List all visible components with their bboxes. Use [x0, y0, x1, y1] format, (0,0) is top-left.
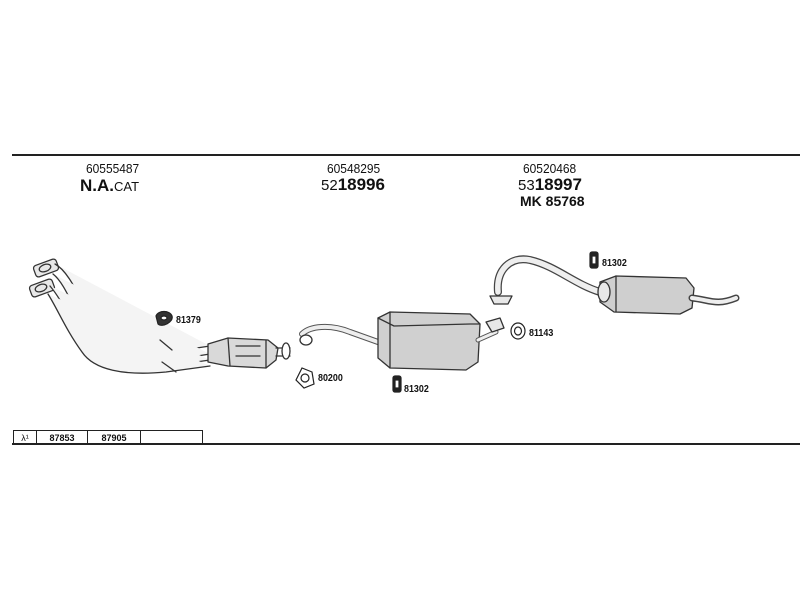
section-3-bold: 18997 [534, 175, 582, 194]
triangle-gasket-icon [295, 367, 315, 389]
section-1-part-number: 60555487 [86, 161, 140, 176]
lambda-cell-1: 87853 [37, 431, 88, 444]
top-rule [12, 154, 800, 156]
lambda-sensor-table: λ¹ 87853 87905 [13, 430, 203, 445]
section-1-title-suffix: CAT [114, 179, 140, 194]
middle-silencer-icon [299, 311, 505, 371]
section-1-title: N.A.CAT [80, 176, 139, 196]
section-2-prefix: 52 [321, 177, 338, 194]
part-label-gasket: 81379 [176, 314, 201, 326]
rubber-mount-icon-2 [589, 251, 599, 269]
part-label-rubber-mount-2: 81302 [602, 257, 627, 269]
lambda-cell-2: 87905 [88, 431, 141, 444]
section-3-title: 5318997 [518, 175, 582, 195]
bottom-rule [12, 443, 800, 445]
manifold-flange-icon [28, 258, 60, 298]
ring-gasket-icon [510, 322, 526, 340]
section-2-title: 5218996 [321, 175, 385, 195]
part-label-ring-gasket: 81143 [529, 327, 554, 339]
section-1-title-bold: N.A. [80, 176, 114, 195]
rubber-mount-icon-1 [392, 375, 402, 393]
rear-silencer-icon [489, 255, 740, 315]
gasket-icon [155, 310, 173, 326]
front-pipe-icon [47, 263, 211, 374]
lambda-cell-3 [141, 431, 202, 444]
section-3-part-number: 60520468 [523, 161, 577, 176]
catalytic-converter-icon [207, 337, 291, 369]
part-label-triangle-gasket: 80200 [318, 372, 343, 384]
part-label-rubber-mount-1: 81302 [404, 383, 429, 395]
lambda-symbol: λ¹ [14, 431, 37, 444]
section-2-part-number: 60548295 [327, 161, 381, 176]
section-3-prefix: 53 [518, 177, 535, 194]
section-3-line2: MK 85768 [520, 193, 585, 209]
section-2-bold: 18996 [337, 175, 385, 194]
